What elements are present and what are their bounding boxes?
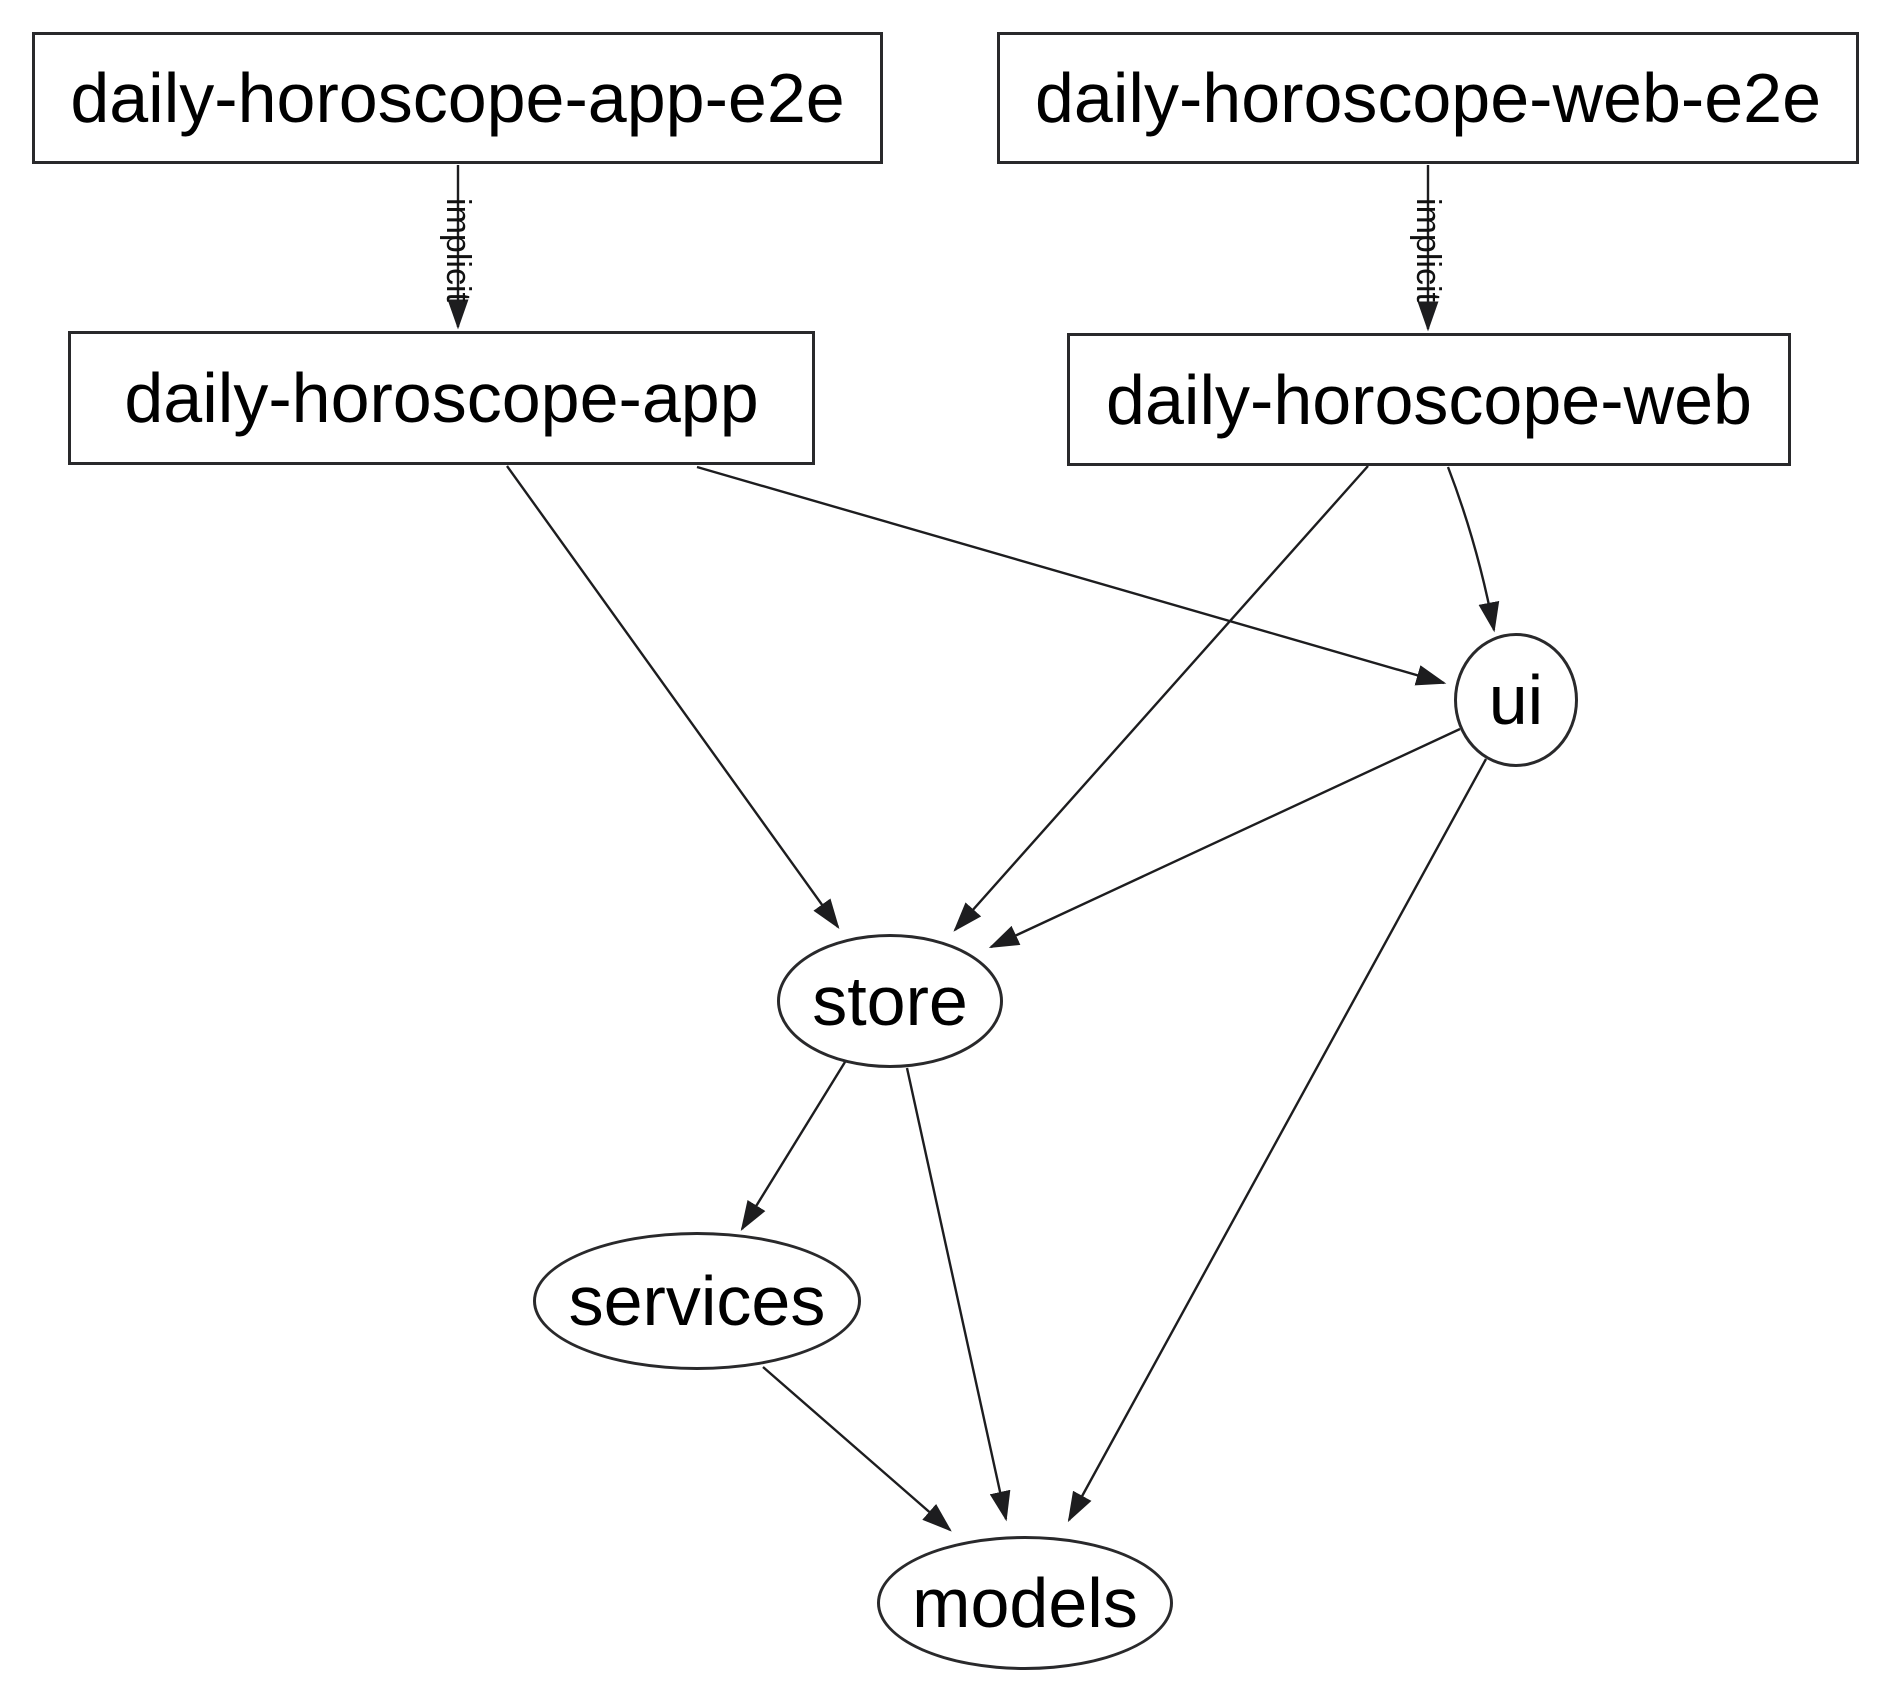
edge-web-to-store — [953, 465, 1369, 932]
node-label: daily-horoscope-app — [124, 359, 759, 437]
node-daily-horoscope-web[interactable]: daily-horoscope-web — [1067, 333, 1791, 466]
node-label: models — [912, 1564, 1138, 1642]
node-store[interactable]: store — [777, 934, 1003, 1068]
node-ui[interactable]: ui — [1454, 633, 1578, 767]
node-daily-horoscope-web-e2e[interactable]: daily-horoscope-web-e2e — [997, 32, 1859, 164]
edge-services-to-models — [762, 1366, 952, 1532]
node-label: daily-horoscope-web-e2e — [1035, 59, 1821, 137]
edge-store-to-models — [905, 1067, 1011, 1522]
edge-ui-to-store — [988, 727, 1461, 949]
node-label: daily-horoscope-web — [1106, 360, 1752, 439]
edge-store-to-services — [740, 1061, 847, 1232]
edge-label-implicit-app: implicit — [439, 198, 477, 302]
node-label: store — [812, 962, 968, 1040]
node-label: services — [568, 1262, 826, 1340]
node-models[interactable]: models — [877, 1536, 1173, 1670]
node-daily-horoscope-app-e2e[interactable]: daily-horoscope-app-e2e — [32, 32, 883, 164]
edge-ui-to-models — [1067, 758, 1488, 1523]
edge-label-implicit-web: implicit — [1409, 198, 1447, 302]
node-daily-horoscope-app[interactable]: daily-horoscope-app — [68, 331, 815, 465]
node-label: daily-horoscope-app-e2e — [70, 59, 845, 137]
edge-app-to-ui — [696, 465, 1447, 686]
edge-app-to-store — [506, 465, 840, 929]
node-services[interactable]: services — [533, 1232, 861, 1370]
edge-web-to-ui — [1446, 466, 1500, 633]
node-label: ui — [1488, 661, 1544, 739]
